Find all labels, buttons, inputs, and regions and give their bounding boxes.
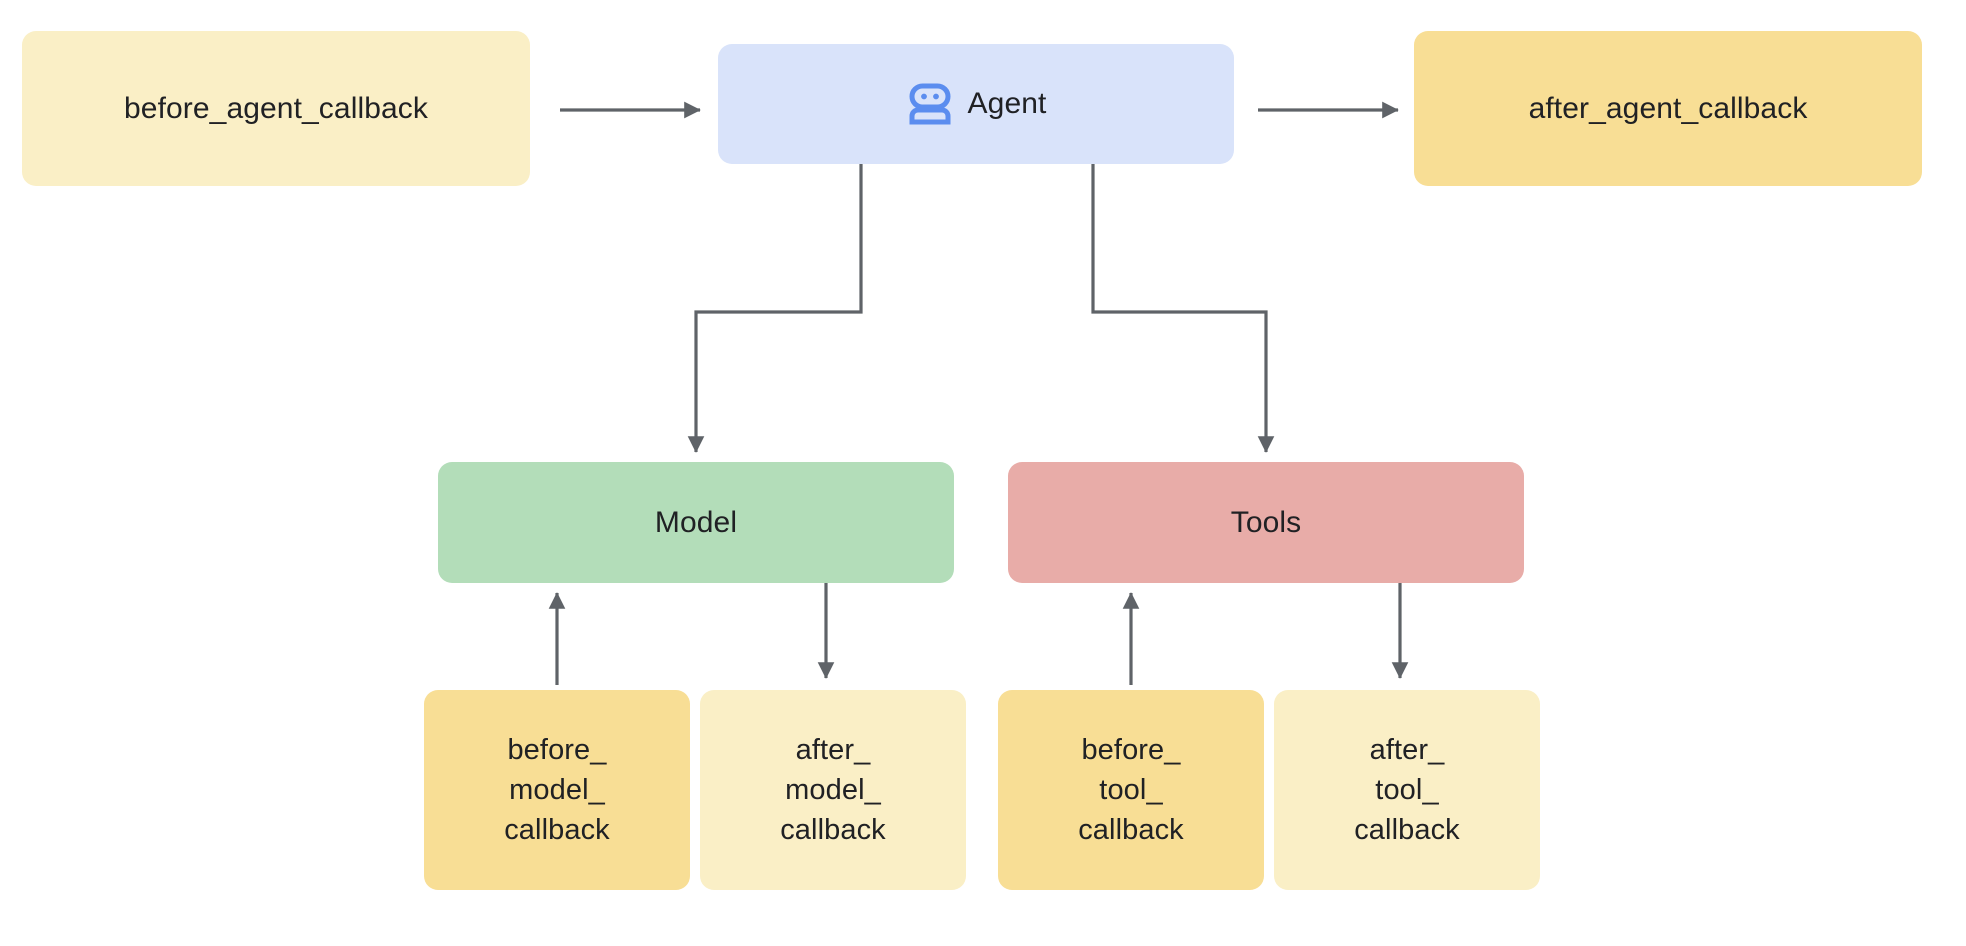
node-after-model-callback[interactable]: after_ model_ callback <box>700 690 966 890</box>
edge-agent-to-tools <box>1091 164 1275 453</box>
node-before-agent-callback[interactable]: before_agent_callback <box>22 31 530 186</box>
node-before-model-callback[interactable]: before_ model_ callback <box>424 690 690 890</box>
node-after-tool-callback-label: after_ tool_ callback <box>1354 733 1460 846</box>
node-after-tool-callback[interactable]: after_ tool_ callback <box>1274 690 1540 890</box>
node-model[interactable]: Model <box>438 462 954 583</box>
node-before-tool-callback[interactable]: before_ tool_ callback <box>998 690 1264 890</box>
node-tools[interactable]: Tools <box>1008 462 1524 583</box>
node-after-model-callback-label: after_ model_ callback <box>780 733 886 846</box>
node-tools-label: Tools <box>1230 505 1302 539</box>
node-before-model-callback-label: before_ model_ callback <box>504 733 610 846</box>
node-before-agent-callback-label: before_agent_callback <box>124 91 428 125</box>
node-before-tool-callback-label: before_ tool_ callback <box>1078 733 1184 846</box>
node-after-agent-callback-label: after_agent_callback <box>1528 91 1808 125</box>
node-model-label: Model <box>654 505 738 539</box>
node-agent-label: Agent <box>967 87 1047 121</box>
node-after-agent-callback[interactable]: after_agent_callback <box>1414 31 1922 186</box>
edge-agent-to-model <box>687 164 863 453</box>
node-agent[interactable]: Agent <box>718 44 1234 164</box>
robot-icon <box>909 83 951 125</box>
